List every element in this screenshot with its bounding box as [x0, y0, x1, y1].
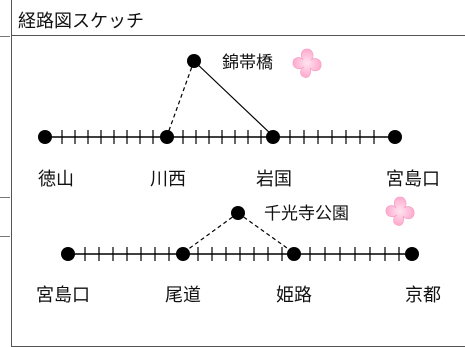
station-label: 京都: [405, 285, 441, 306]
station-node-kyoto: [405, 247, 419, 261]
sakura-icon: [385, 196, 415, 226]
lower-track-ticks: [84, 247, 400, 261]
station-label: 尾道: [165, 285, 201, 306]
station-node-onomichi: [176, 247, 190, 261]
station-node-kawanishi: [160, 130, 174, 144]
panel-header: 経路図スケッチ: [12, 0, 465, 36]
station-label: 徳山: [38, 169, 74, 190]
left-edge-tick-3: [0, 236, 10, 237]
station-node-iwakuni: [266, 130, 280, 144]
route-sketch-panel: 経路図スケッチ: [11, 0, 465, 347]
station-label: 川西: [150, 169, 186, 190]
branch-label-kintaikyo: 錦帯橋: [222, 53, 273, 73]
station-label: 岩国: [256, 169, 292, 190]
station-label: 姫路: [276, 285, 312, 306]
station-node-miyajimaguchi-upper: [388, 130, 402, 144]
branch-node-senkoji: [231, 206, 245, 220]
left-edge-tick-2: [0, 197, 10, 198]
upper-route: 錦帯橋 徳山 川西 岩国 宮島口: [38, 48, 440, 190]
left-edge-tick-1: [0, 36, 10, 37]
branch-node-kintaikyo: [187, 54, 201, 68]
sakura-icon: [292, 48, 322, 78]
lower-branch-dashed-left: [182, 212, 239, 254]
station-label: 宮島口: [386, 169, 440, 190]
station-node-miyajimaguchi-lower: [61, 247, 75, 261]
branch-label-senkoji: 千光寺公園: [264, 204, 349, 224]
station-node-tokuyama: [38, 130, 52, 144]
upper-track-ticks: [61, 130, 375, 144]
panel-title: 経路図スケッチ: [18, 11, 144, 32]
lower-route: 千光寺公園 宮島口 尾道 姫路 京都: [36, 196, 441, 306]
station-label: 宮島口: [36, 285, 90, 306]
upper-branch-dashed: [166, 60, 195, 137]
station-node-himeji: [287, 247, 301, 261]
lower-branch-dashed-right: [237, 212, 295, 254]
upper-branch-solid: [193, 60, 274, 137]
